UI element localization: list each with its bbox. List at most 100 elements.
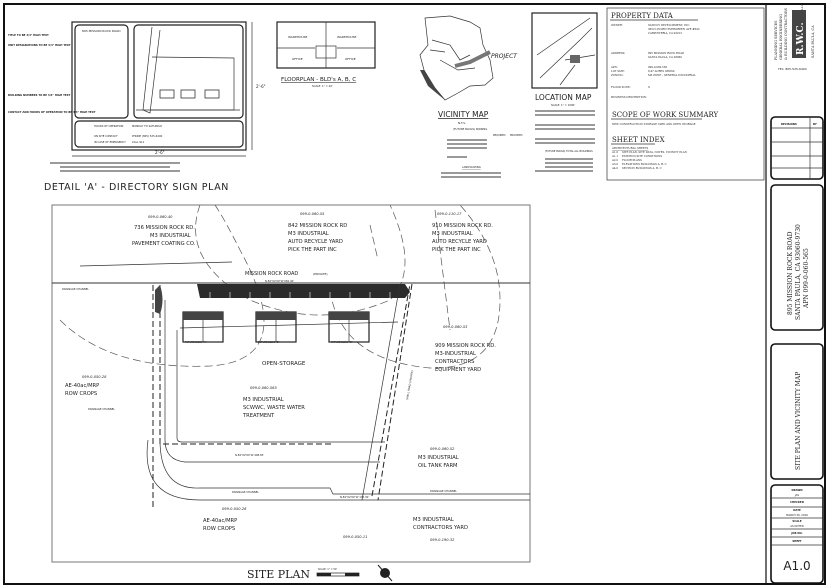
width-dimension: 2'-6" [155, 150, 165, 155]
sheet-number: A1.0 [783, 559, 810, 573]
col-provided: PROVIDED [510, 134, 523, 137]
drainage-label: DRAINAGE CHANNEL [62, 287, 89, 291]
parcel-apn: 099-0-110-17 [437, 212, 462, 216]
company-city: SANTA PAULA, CA [811, 25, 815, 58]
detail-title: DETAIL 'A' - DIRECTORY SIGN PLAN [44, 182, 229, 193]
parcel-labels: 099-0-060-40 736 MISSION ROCK RD. M3 IND… [65, 212, 496, 542]
property-data-title: PROPERTY DATA [611, 12, 674, 20]
date-label: DATE [793, 508, 801, 512]
vicinity-map-scale: N.T.S. [458, 121, 466, 125]
parcel-text: M3 INDUSTRIAL [150, 233, 191, 239]
parcel-text: M3 INDUSTRIAL [413, 517, 454, 523]
county-outline [419, 15, 494, 101]
building-b: FUTURE BLDG "B" [255, 311, 297, 344]
location-map-scale: SCALE: 1" = 1000' [551, 103, 575, 107]
room-label: WAREHOUSE [337, 35, 357, 39]
field-value: SANTA PAULA, CA 93060 [648, 55, 682, 59]
project-label: PROJECT [491, 53, 518, 60]
index-name: SECTION BUILDINGS A, B, C [622, 166, 662, 170]
room-label: WAREHOUSE [288, 35, 308, 39]
height-dimension: 2'-6" [256, 84, 266, 89]
sign-left-panel [74, 24, 129, 119]
field-label: ADDRESS: [610, 51, 625, 55]
parcel-text: M3 INDUSTRIAL [243, 397, 284, 403]
index-heading: ARCHITECTURAL SHEETS [611, 146, 649, 150]
building-label: FUTURE BLDG "B" [258, 341, 280, 344]
index-no: A4.0 [611, 166, 618, 170]
parcel-text: ROW CROPS [65, 391, 97, 397]
parcel-text: CONTRACTORS YARD [413, 525, 468, 531]
parcel-text: ROW CROPS [203, 526, 235, 532]
parcel-text: AUTO RECYCLE YARD [432, 239, 487, 245]
sign-info-panel [74, 120, 244, 148]
scale-label: SCALE [792, 519, 801, 523]
parking-heading: (FUTURE BLDGS) PARKING [453, 127, 487, 131]
field-value: SATICOY DEVELOPMENT, INC. [648, 23, 690, 27]
building-a: FUTURE BLDG "A" [182, 311, 224, 344]
room-label: OFFICE [345, 57, 356, 61]
parking-strip [197, 284, 410, 298]
north-arrow-icon [377, 564, 393, 582]
sign-row-value: PHONE (805) 525-6400 [132, 134, 163, 138]
vicinity-map: PROJECT VICINITY MAP N.T.S. [419, 15, 518, 125]
project-address: 895 MISSION ROCK ROAD [787, 231, 794, 315]
revisions-label: REVISIONS [781, 122, 797, 126]
parcel-text: M3-INDUSTRIAL [435, 351, 476, 357]
sheet-info-box [770, 484, 824, 584]
drainage-label: DRAINAGE CHANNEL [232, 490, 259, 494]
building-c: FUTURE BLDG "C" [328, 311, 370, 344]
project-address-box [770, 184, 824, 331]
callout: UNIT DESIGNATIONS TO BE 3/4" HIGH TEXT [8, 43, 71, 47]
project-apn: APN 099-0-060-565 [803, 248, 810, 309]
sheet-index-title: SHEET INDEX [612, 136, 665, 144]
col-required: REQUIRED [493, 134, 506, 137]
sheet-title: SITE PLAN AND VICINITY MAP [795, 372, 802, 470]
drainage-label: DRAINAGE CHANNEL [430, 489, 457, 493]
parcel-text: TREATMENT [242, 413, 275, 419]
callout: CONTACT AND HOURS OF OPERATION TO BE 3/4… [8, 110, 96, 114]
company-service: PLANNING SERVICES [774, 20, 778, 60]
floorplan-title: FLOORPLAN - BLD's A, B, C [281, 77, 356, 83]
scope-text: NEW CONSTRUCTION STORAGE YARD AND OPEN S… [612, 122, 696, 126]
totals-heading: (FUTURE BLDGS) TOTAL ALL BUILDINGS [545, 150, 593, 153]
building-label: FUTURE BLDG "A" [185, 341, 207, 344]
field-value: X [648, 85, 650, 89]
field-value: 3652 LINDEN EVERGREEN AVE #843 [648, 27, 700, 31]
parcel-apn: 099-0-050-26 [222, 507, 247, 511]
scope-title: SCOPE OF WORK SUMMARY [612, 111, 719, 119]
field-label: LOT SIZE: [611, 69, 625, 73]
field-value: 099-0-060-565 [648, 65, 667, 69]
index-no: A1.0 [611, 150, 618, 154]
sign-row-label: ON SITE CONTACT [94, 134, 118, 138]
parcel-apn: 099-0-060-55 [300, 212, 325, 216]
site-plan-frame [51, 204, 531, 563]
parcel-apn: 099-0-060-53 [443, 325, 468, 329]
sign-row-label: HOURS OF OPERATION [94, 124, 123, 128]
sign-row-value: MONDAY TO SATURDAY [132, 124, 163, 128]
location-map-title: LOCATION MAP [535, 93, 592, 102]
company-service: GENERAL ENGINEERING [779, 14, 783, 60]
scale-value: AS NOTED [790, 524, 803, 528]
parcel-text: AE-40ac/MRP [203, 518, 237, 524]
index-name: EXISTING SITE CONDITIONS [622, 154, 662, 158]
company-name: R.W.C. [796, 22, 806, 55]
company-logo: R.W.C. LLC PLANNING SERVICES GENERAL ENG… [774, 3, 815, 60]
sign-row-value: CALL 911 [132, 140, 145, 144]
drawn-value: JAS [794, 493, 799, 497]
bearing-bottom: N.84°02'00"W 408.83' [235, 453, 264, 457]
parcel-text: PAVEMENT COATING CO. [132, 241, 196, 247]
callout: TITLE TO BE 3/4" HIGH TEXT [8, 33, 49, 37]
floorplan: WAREHOUSE WAREHOUSE OFFICE OFFICE FLOORP… [276, 21, 376, 88]
drawn-label: DRAWN [791, 488, 802, 492]
company-phone: TEL: 805-525-6400 [777, 67, 807, 71]
field-value: CARPINTERIA, CA 93013 [648, 31, 682, 35]
property-data-panel: PROPERTY DATA OWNER: SATICOY DEVELOPMENT… [606, 7, 765, 181]
site-plan: MISSION ROCK ROAD (PRIVATE) N.84°02'00"W… [51, 204, 531, 582]
shell-road-label: SHELL ROAD (PRIVATE) [405, 370, 414, 400]
title-block: R.W.C. LLC PLANNING SERVICES GENERAL ENG… [770, 3, 824, 584]
parcel-text: 842 MISSION ROCK RD [288, 223, 347, 229]
sign-row-label: IN CASE OF EMERGENCY [94, 140, 126, 144]
field-label: OWNER: [611, 23, 623, 27]
